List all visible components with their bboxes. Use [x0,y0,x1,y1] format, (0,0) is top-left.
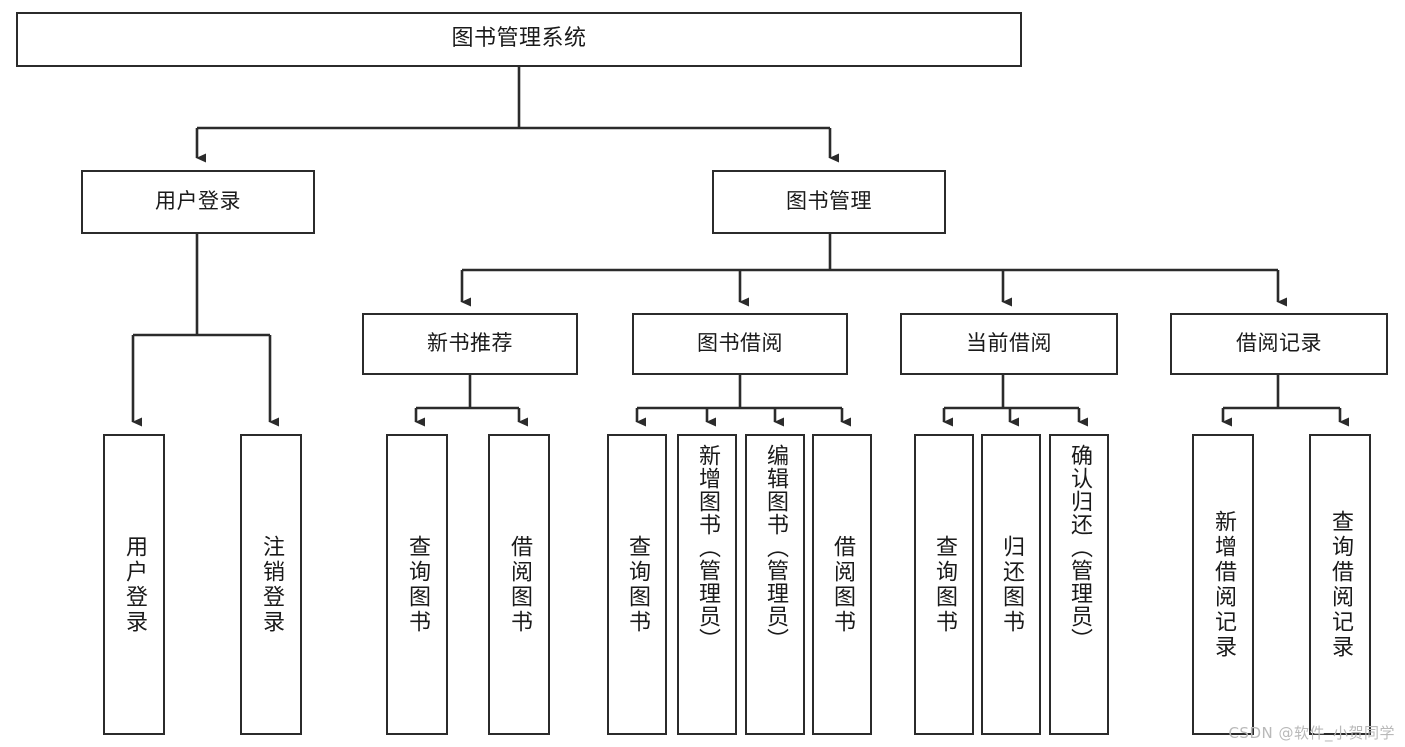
node-label: 图书管理系统 [451,26,587,52]
node-book-management[interactable]: 图书管理 [712,170,946,234]
node-new-book-recommend[interactable]: 新书推荐 [362,313,578,375]
node-label: 用户登录 [155,189,241,214]
leaf-borrow-edit-book-admin[interactable]: 编辑图书（管理员） [745,434,805,735]
leaf-current-query-book[interactable]: 查询图书 [914,434,974,735]
leaf-user-login-logout[interactable]: 注销登录 [240,434,302,735]
node-label: 图书借阅 [697,331,783,356]
node-label: 新书推荐 [427,331,513,356]
watermark-text: CSDN @软件_小贺同学 [1228,724,1395,742]
leaf-borrow-add-book-admin[interactable]: 新增图书（管理员） [677,434,737,735]
leaf-borrow-query-book[interactable]: 查询图书 [607,434,667,735]
node-label: 查询借阅记录 [1328,509,1353,660]
node-label: 借阅图书 [507,534,532,635]
node-label: 确认归还（管理员） [1067,444,1092,651]
node-label: 查询图书 [625,534,650,635]
node-label: 用户登录 [122,534,147,635]
node-book-borrow[interactable]: 图书借阅 [632,313,848,375]
node-label: 图书管理 [786,189,872,214]
node-label: 归还图书 [999,534,1024,635]
node-root-system[interactable]: 图书管理系统 [16,12,1022,67]
node-label: 借阅图书 [830,534,855,635]
node-label: 查询图书 [405,534,430,635]
node-label: 新增图书（管理员） [695,444,720,651]
leaf-record-add-record[interactable]: 新增借阅记录 [1192,434,1254,735]
leaf-current-return-book[interactable]: 归还图书 [981,434,1041,735]
leaf-recommend-borrow-book[interactable]: 借阅图书 [488,434,550,735]
node-user-login[interactable]: 用户登录 [81,170,315,234]
leaf-recommend-query-book[interactable]: 查询图书 [386,434,448,735]
node-label: 编辑图书（管理员） [763,444,788,651]
node-label: 注销登录 [259,534,284,635]
leaf-current-confirm-return-admin[interactable]: 确认归还（管理员） [1049,434,1109,735]
node-borrow-record[interactable]: 借阅记录 [1170,313,1388,375]
leaf-borrow-borrow-book[interactable]: 借阅图书 [812,434,872,735]
leaf-user-login-login[interactable]: 用户登录 [103,434,165,735]
leaf-record-query-record[interactable]: 查询借阅记录 [1309,434,1371,735]
node-current-borrow[interactable]: 当前借阅 [900,313,1118,375]
node-label: 新增借阅记录 [1211,509,1236,660]
node-label: 当前借阅 [966,331,1052,356]
node-label: 查询图书 [932,534,957,635]
node-label: 借阅记录 [1236,331,1322,356]
